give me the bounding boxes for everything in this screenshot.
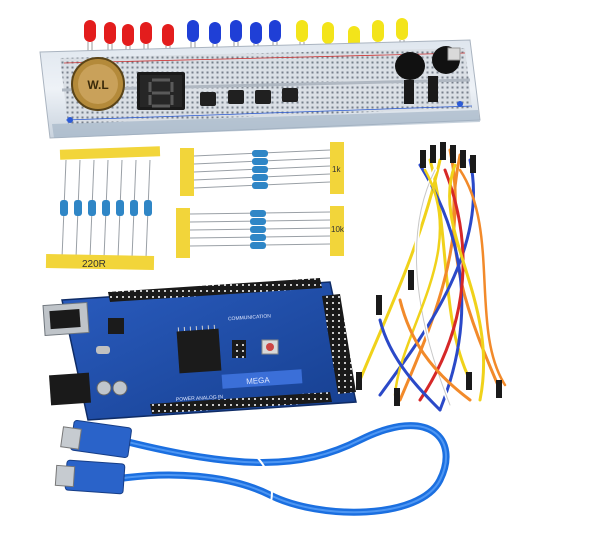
tactile-buttons	[200, 88, 298, 106]
potentiometer-marking: W.L	[87, 78, 108, 92]
tape-marking-1k: 1k	[332, 165, 341, 174]
resistor-bundle-left: 220R	[45, 146, 161, 270]
board-model-label: MEGA	[246, 375, 271, 386]
seven-segment-display	[137, 72, 185, 110]
resistor-strip-top: 1k	[180, 142, 344, 196]
usb-connector-top	[60, 419, 132, 459]
board-communication-label: COMMUNICATION	[228, 313, 272, 322]
board-analog-label: ANALOG IN	[196, 394, 224, 402]
buzzer	[395, 46, 461, 104]
potentiometer: W.L	[71, 57, 125, 111]
arduino-mega-board: MEGA COMMUNICATION POWER ANALOG IN	[42, 278, 357, 421]
jumper-pins	[356, 142, 502, 406]
board-power-label: POWER	[176, 396, 196, 403]
usb-connector-bottom	[54, 459, 126, 495]
resistor-strip-bottom: 10k	[176, 206, 345, 258]
usb-cable	[106, 422, 450, 516]
jumper-wires	[358, 148, 507, 412]
tape-marking-220r: 220R	[82, 259, 106, 270]
tape-marking-10k: 10k	[331, 225, 345, 234]
